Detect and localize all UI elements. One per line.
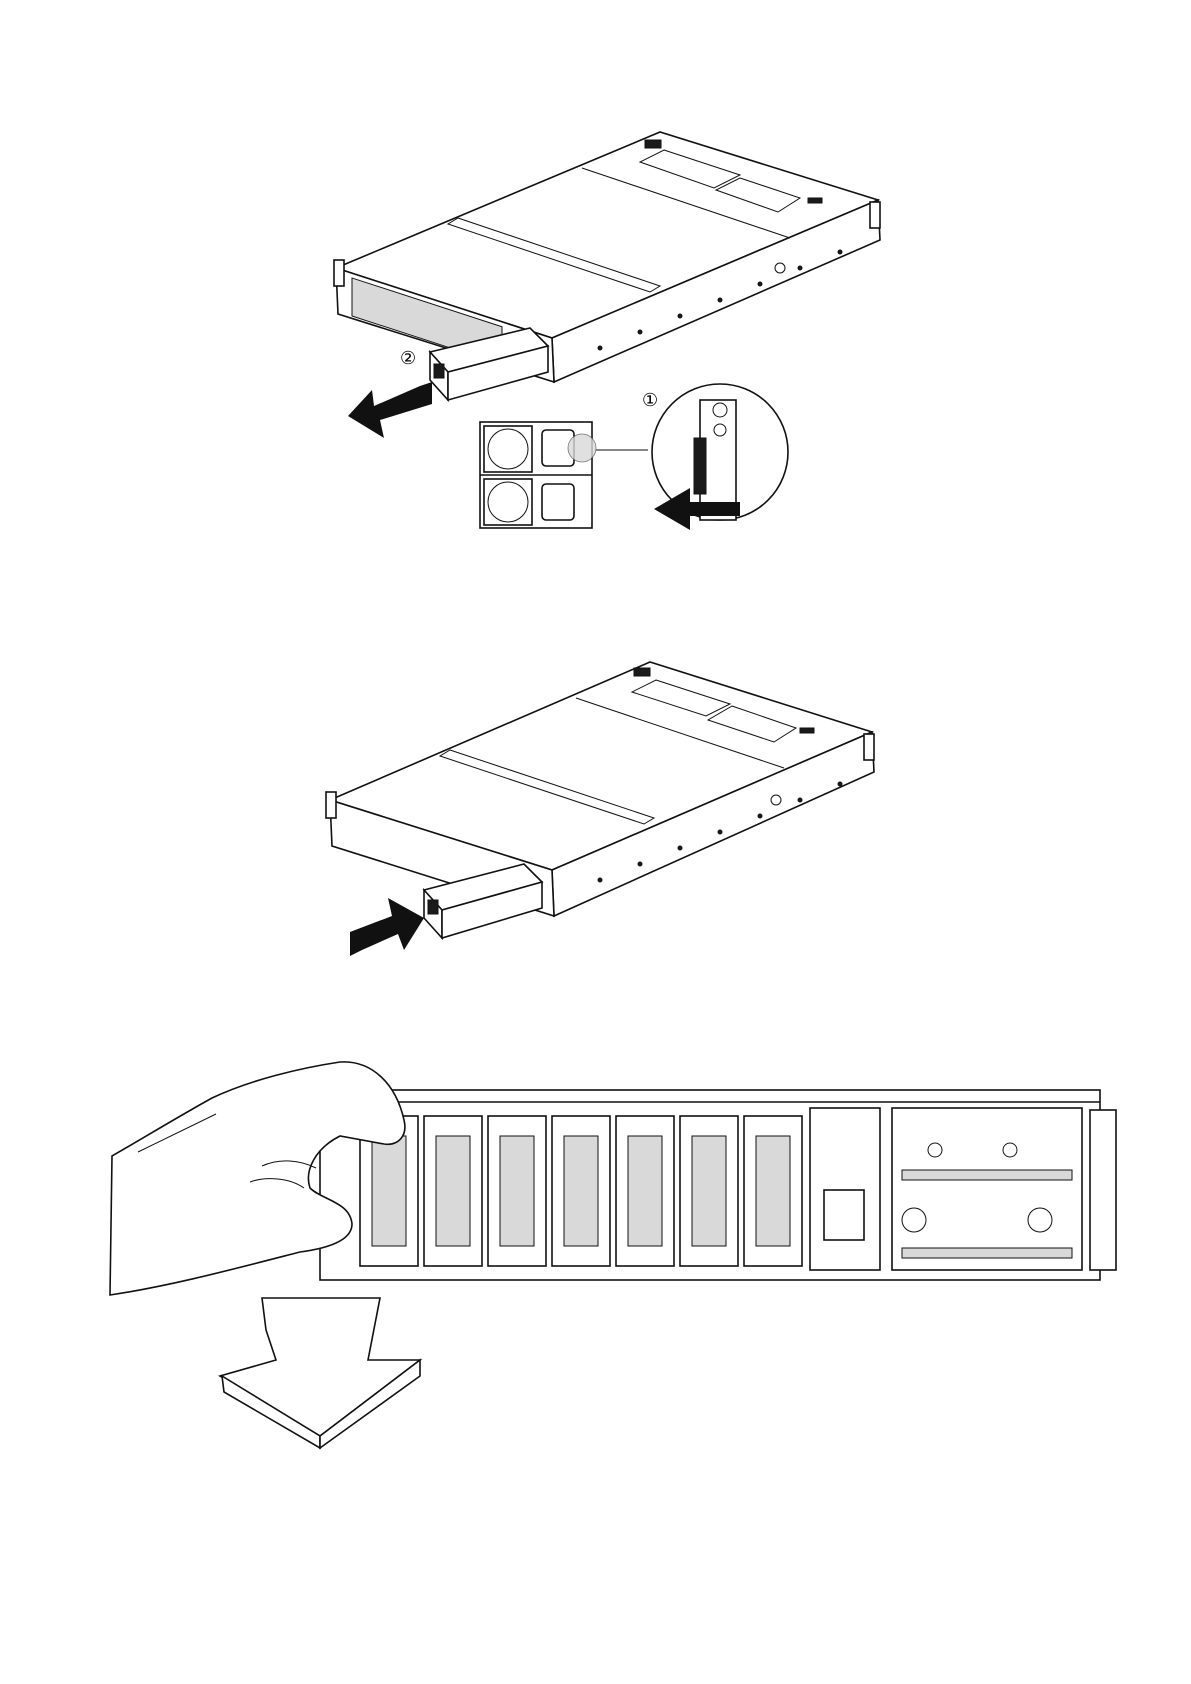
server-chassis	[326, 662, 874, 916]
figure-fan-removal	[0, 1040, 1191, 1450]
push-in-arrow	[350, 898, 424, 956]
downward-block-arrow	[220, 1298, 420, 1448]
psu-rear-closeup	[480, 422, 648, 528]
svg-text:①: ①	[642, 390, 658, 411]
io-area	[810, 1108, 1082, 1270]
fan-module	[680, 1116, 738, 1266]
fan-module	[616, 1116, 674, 1266]
server-chassis	[334, 132, 880, 382]
latch-detail: ①	[642, 384, 788, 520]
figure-psu-install	[0, 650, 1191, 980]
figure-psu-removal: ② ①	[0, 120, 1191, 540]
fan-module	[744, 1116, 802, 1266]
fan-module	[488, 1116, 546, 1266]
svg-text:②: ②	[400, 348, 416, 369]
pull-out-arrow	[348, 382, 432, 438]
fan-modules	[360, 1116, 802, 1266]
fan-module	[424, 1116, 482, 1266]
fan-module	[552, 1116, 610, 1266]
step-2-callout: ②	[400, 348, 416, 369]
